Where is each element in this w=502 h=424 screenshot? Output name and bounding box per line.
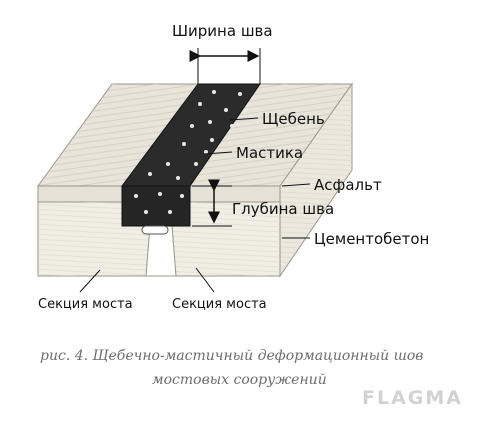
- crushed-stone-label: Щебень: [262, 110, 325, 128]
- bridge-section-right-label: Секция моста: [172, 297, 267, 312]
- cement-concrete-label: Цементобетон: [314, 230, 429, 248]
- mastic-label: Мастика: [236, 144, 303, 162]
- bridge-section-left-label: Секция моста: [38, 297, 133, 312]
- seam-depth-label: Глубина шва: [232, 200, 334, 218]
- figure-caption-line1: рис. 4. Щебечно-мастичный деформационный…: [40, 348, 423, 364]
- seam-width-label: Ширина шва: [172, 22, 273, 40]
- mastic-joint-front: [121, 185, 191, 227]
- asphalt-label: Асфальт: [314, 176, 382, 194]
- watermark: FLAGMA: [362, 387, 463, 409]
- crushed-stone-dots: [134, 90, 248, 214]
- figure-caption-line2: мостовых сооружений: [152, 372, 327, 388]
- backer-rod: [141, 225, 169, 235]
